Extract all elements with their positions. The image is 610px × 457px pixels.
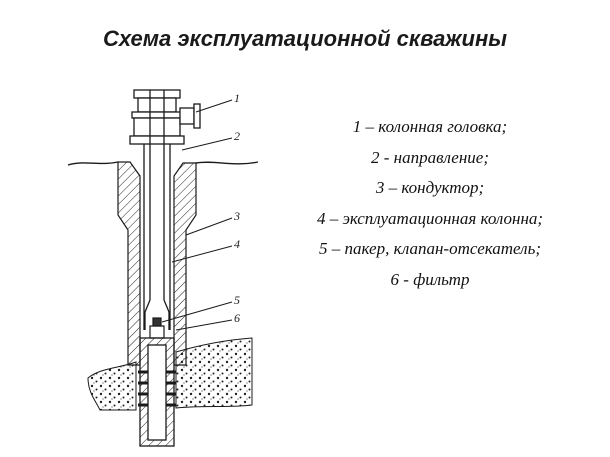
casing-head	[129, 89, 201, 145]
productive-formation	[87, 337, 253, 411]
filter-section	[138, 337, 176, 447]
callout-6: 6	[234, 311, 240, 325]
callout-5: 5	[234, 293, 240, 307]
legend-item-3: 3 – кондуктор;	[375, 178, 485, 197]
callout-3: 3	[233, 209, 240, 223]
callout-2: 2	[234, 129, 240, 143]
diagram-title: Схема эксплуатационной скважины	[102, 26, 508, 51]
packer-valve	[149, 317, 165, 339]
legend-item-1: 1 – колонная головка;	[352, 117, 508, 136]
legend-item-5: 5 – пакер, клапан-отсекатель;	[319, 239, 541, 258]
conductor-casing	[117, 161, 197, 366]
legend: 1 – колонная головка; 2 - направление; 3…	[270, 112, 590, 295]
callout-1: 1	[234, 91, 240, 105]
callout-4: 4	[234, 237, 240, 251]
ground-surface	[67, 161, 259, 166]
legend-item-2: 2 - направление;	[371, 147, 489, 167]
legend-item-6: 6 - фильтр	[390, 269, 470, 289]
legend-item-4: 4 – эксплуатационная колонна;	[316, 208, 544, 228]
leader-lines	[161, 99, 233, 331]
